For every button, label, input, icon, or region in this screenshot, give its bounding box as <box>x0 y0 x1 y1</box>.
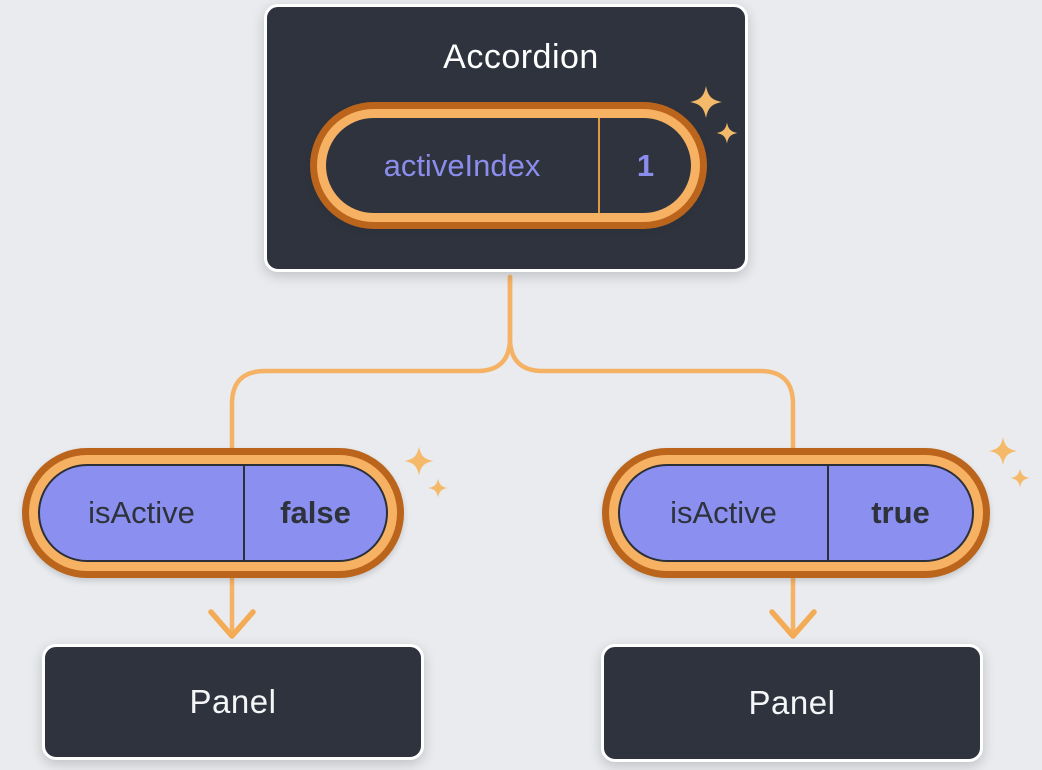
state-pill-ring: isActive false <box>29 455 397 571</box>
state-pill-ring: activeIndex 1 <box>317 109 700 222</box>
state-pill-is-active-right: isActive true <box>602 448 990 578</box>
connector-tree-right <box>507 274 796 455</box>
state-label-is-active-right: isActive <box>670 495 777 530</box>
accordion-card-title: Accordion <box>443 38 599 76</box>
sparkle-icon <box>404 446 434 476</box>
state-label-active-index: activeIndex <box>383 147 541 183</box>
state-value-active-index: 1 <box>636 147 655 183</box>
arrow-right-head <box>769 609 817 639</box>
pill-divider <box>827 466 829 560</box>
panel-left: Panel <box>42 644 424 760</box>
state-label-is-active-left: isActive <box>88 495 195 530</box>
state-pill-active-index: activeIndex 1 <box>310 102 707 229</box>
pill-divider <box>243 466 245 560</box>
state-value-is-active-left: false <box>280 495 351 530</box>
panel-left-label: Panel <box>189 683 277 720</box>
panel-right: Panel <box>601 644 983 762</box>
sparkle-icon <box>1010 468 1030 488</box>
state-pill-ring: isActive true <box>609 455 983 571</box>
connector-tree-left <box>229 274 513 455</box>
pill-divider <box>598 118 600 213</box>
panel-right-label: Panel <box>748 684 836 721</box>
state-pill-is-active-left: isActive false <box>22 448 404 578</box>
arrow-left-head <box>208 609 256 639</box>
state-value-is-active-right: true <box>871 495 930 530</box>
sparkle-icon <box>428 478 448 498</box>
sparkle-icon <box>989 437 1017 465</box>
